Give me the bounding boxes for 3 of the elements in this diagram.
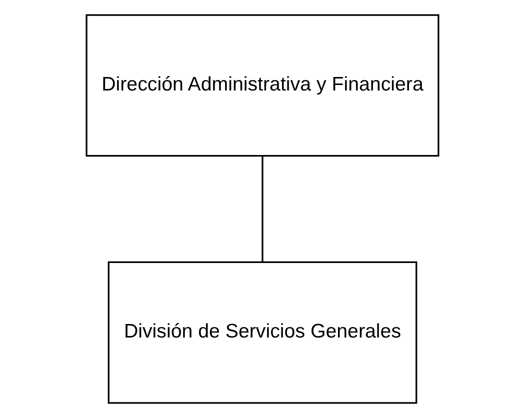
node-box: Dirección Administrativa y Financiera xyxy=(86,14,440,157)
node-box: División de Servicios Generales xyxy=(108,261,418,404)
connector xyxy=(262,156,264,262)
